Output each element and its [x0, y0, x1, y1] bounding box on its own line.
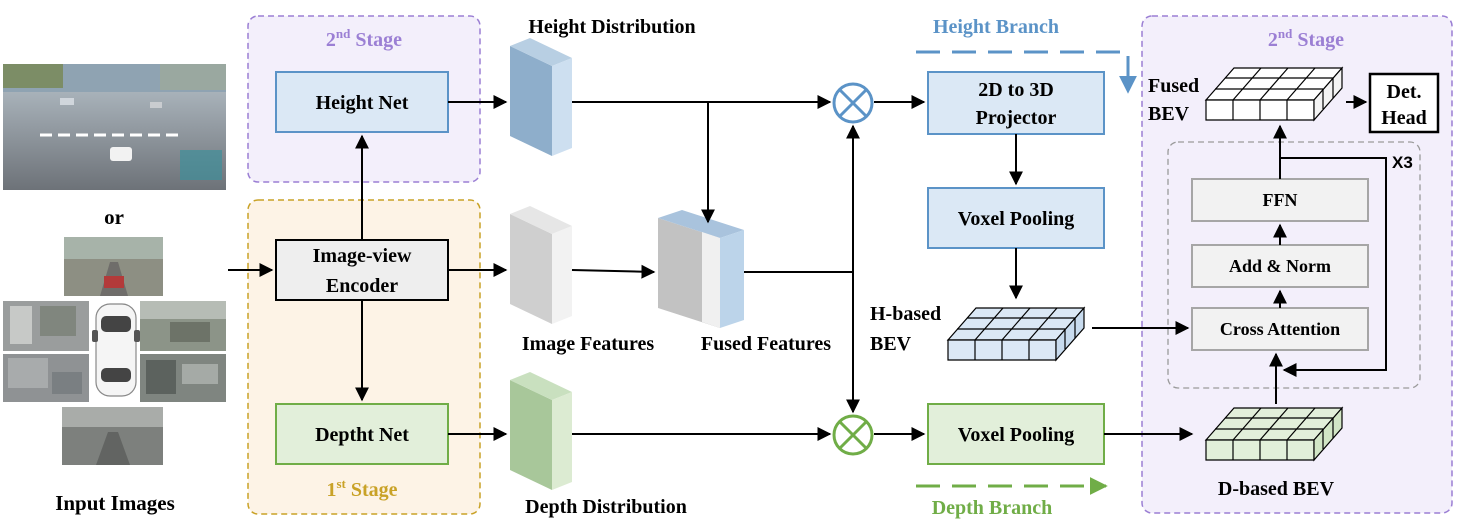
- det-head-label-line2: Head: [1381, 107, 1427, 129]
- voxel-pooling-top-node: Voxel Pooling: [927, 187, 1105, 249]
- image-features-label: Image Features: [522, 333, 655, 355]
- depth-branch-label: Depth Branch: [932, 497, 1053, 519]
- fused-features-volume: [658, 210, 744, 328]
- h-bev-label-line2: BEV: [870, 333, 912, 355]
- repeat-x3-label: X3: [1392, 153, 1413, 172]
- arrow-repeat-loop: [1280, 157, 1387, 377]
- height-branch-label: Height Branch: [933, 16, 1059, 38]
- projector-label-line2: Projector: [976, 107, 1057, 129]
- stage-2-right-label: 2nd Stage: [1268, 26, 1344, 51]
- voxel-pooling-bottom-label: Voxel Pooling: [958, 424, 1075, 446]
- image-features-volume: [510, 206, 572, 324]
- traffic-intersection-photo: [3, 64, 226, 190]
- height-multiply-operator: [832, 82, 874, 124]
- or-label: or: [104, 205, 124, 229]
- stage-2-left-label: 2nd Stage: [326, 26, 402, 51]
- h-based-bev-grid: [946, 306, 1086, 362]
- depth-net-label: Deptht Net: [315, 424, 409, 446]
- add-norm-label: Add & Norm: [1229, 256, 1331, 276]
- depth-distribution-volume: [510, 372, 572, 490]
- h-bev-label-line1: H-based: [870, 303, 941, 325]
- arrow-features-to-fused: [571, 264, 656, 279]
- encoder-label-line1: Image-view: [313, 245, 412, 267]
- front-camera-photo: [64, 237, 163, 296]
- rear-camera-photo: [62, 407, 163, 465]
- fused-bev-grid: [1204, 66, 1344, 122]
- car-top-view-icon: [92, 303, 140, 397]
- right-rear-camera-photo: [140, 354, 226, 402]
- height-net-node: Height Net: [275, 71, 449, 133]
- projector-label-line1: 2D to 3D: [978, 79, 1054, 101]
- left-rear-camera-photo: [3, 354, 89, 402]
- left-front-camera-photo: [3, 301, 89, 351]
- voxel-pooling-bottom-node: Voxel Pooling: [927, 403, 1105, 465]
- depth-net-node: Deptht Net: [275, 403, 449, 465]
- cross-attention-node: Cross Attention: [1191, 307, 1369, 351]
- ffn-label: FFN: [1263, 190, 1298, 210]
- cross-attention-label: Cross Attention: [1220, 319, 1340, 339]
- image-view-encoder-node: Image-view Encoder: [275, 239, 449, 301]
- ffn-node: FFN: [1191, 178, 1369, 222]
- add-norm-node: Add & Norm: [1191, 244, 1369, 288]
- height-net-label: Height Net: [316, 92, 409, 114]
- det-head-label-line1: Det.: [1387, 81, 1422, 103]
- fused-bev-label-line1: Fused: [1148, 75, 1199, 97]
- input-images-label: Input Images: [55, 491, 175, 515]
- stage-1-label: 1st Stage: [326, 476, 397, 501]
- connectors: [228, 95, 1387, 441]
- right-front-camera-photo: [140, 301, 226, 351]
- height-distribution-volume: [510, 38, 572, 156]
- depth-multiply-operator: [832, 414, 874, 456]
- det-head-node: Det. Head: [1368, 72, 1440, 134]
- fused-features-label: Fused Features: [701, 333, 831, 355]
- height-branch-arrow: [916, 50, 1137, 94]
- d-bev-label: D-based BEV: [1218, 478, 1335, 500]
- fused-bev-label-line2: BEV: [1148, 103, 1190, 125]
- transformer-block-container: [1167, 141, 1421, 389]
- d-based-bev-grid: [1204, 406, 1344, 462]
- voxel-pooling-top-label: Voxel Pooling: [958, 208, 1075, 230]
- height-distribution-label: Height Distribution: [528, 16, 695, 38]
- depth-distribution-label: Depth Distribution: [525, 496, 687, 518]
- projector-node: 2D to 3D Projector: [927, 71, 1105, 135]
- encoder-label-line2: Encoder: [326, 275, 398, 297]
